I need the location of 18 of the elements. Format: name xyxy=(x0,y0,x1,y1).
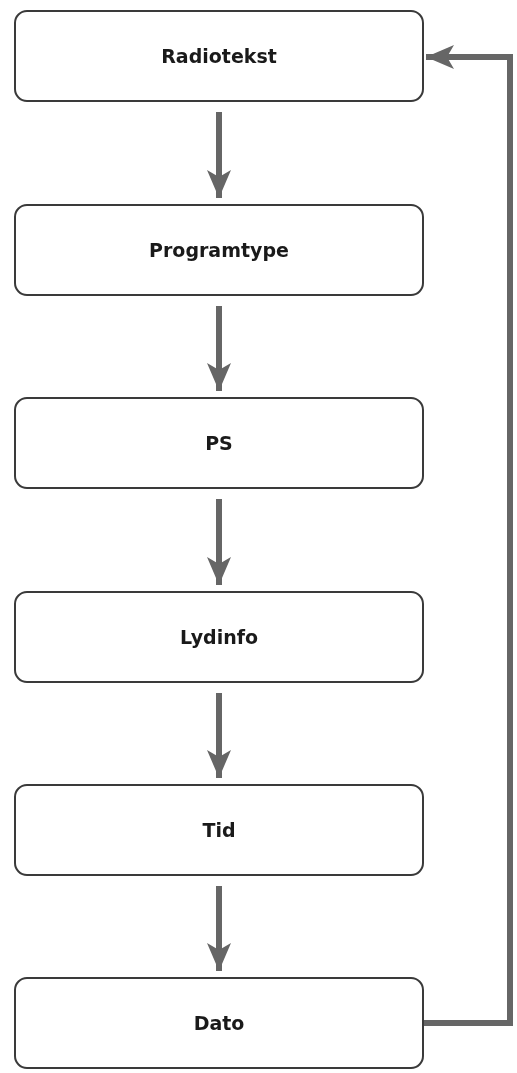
process-box xyxy=(14,784,424,876)
arrow xyxy=(207,499,231,585)
box-label: Lydinfo xyxy=(179,626,259,648)
arrow xyxy=(207,112,231,198)
process-box xyxy=(14,977,424,1069)
process-box xyxy=(14,397,424,489)
process-box xyxy=(14,204,424,296)
arrow xyxy=(424,45,513,1026)
box-label: Dato xyxy=(193,1012,245,1034)
box-label: Radiotekst xyxy=(161,45,277,67)
box-label: Programtype xyxy=(149,239,289,261)
arrow xyxy=(207,306,231,391)
arrow xyxy=(207,886,231,971)
box-label: PS xyxy=(205,432,233,454)
arrow xyxy=(207,693,231,778)
box-label: Tid xyxy=(202,819,236,841)
process-box xyxy=(14,10,424,102)
process-box xyxy=(14,591,424,683)
